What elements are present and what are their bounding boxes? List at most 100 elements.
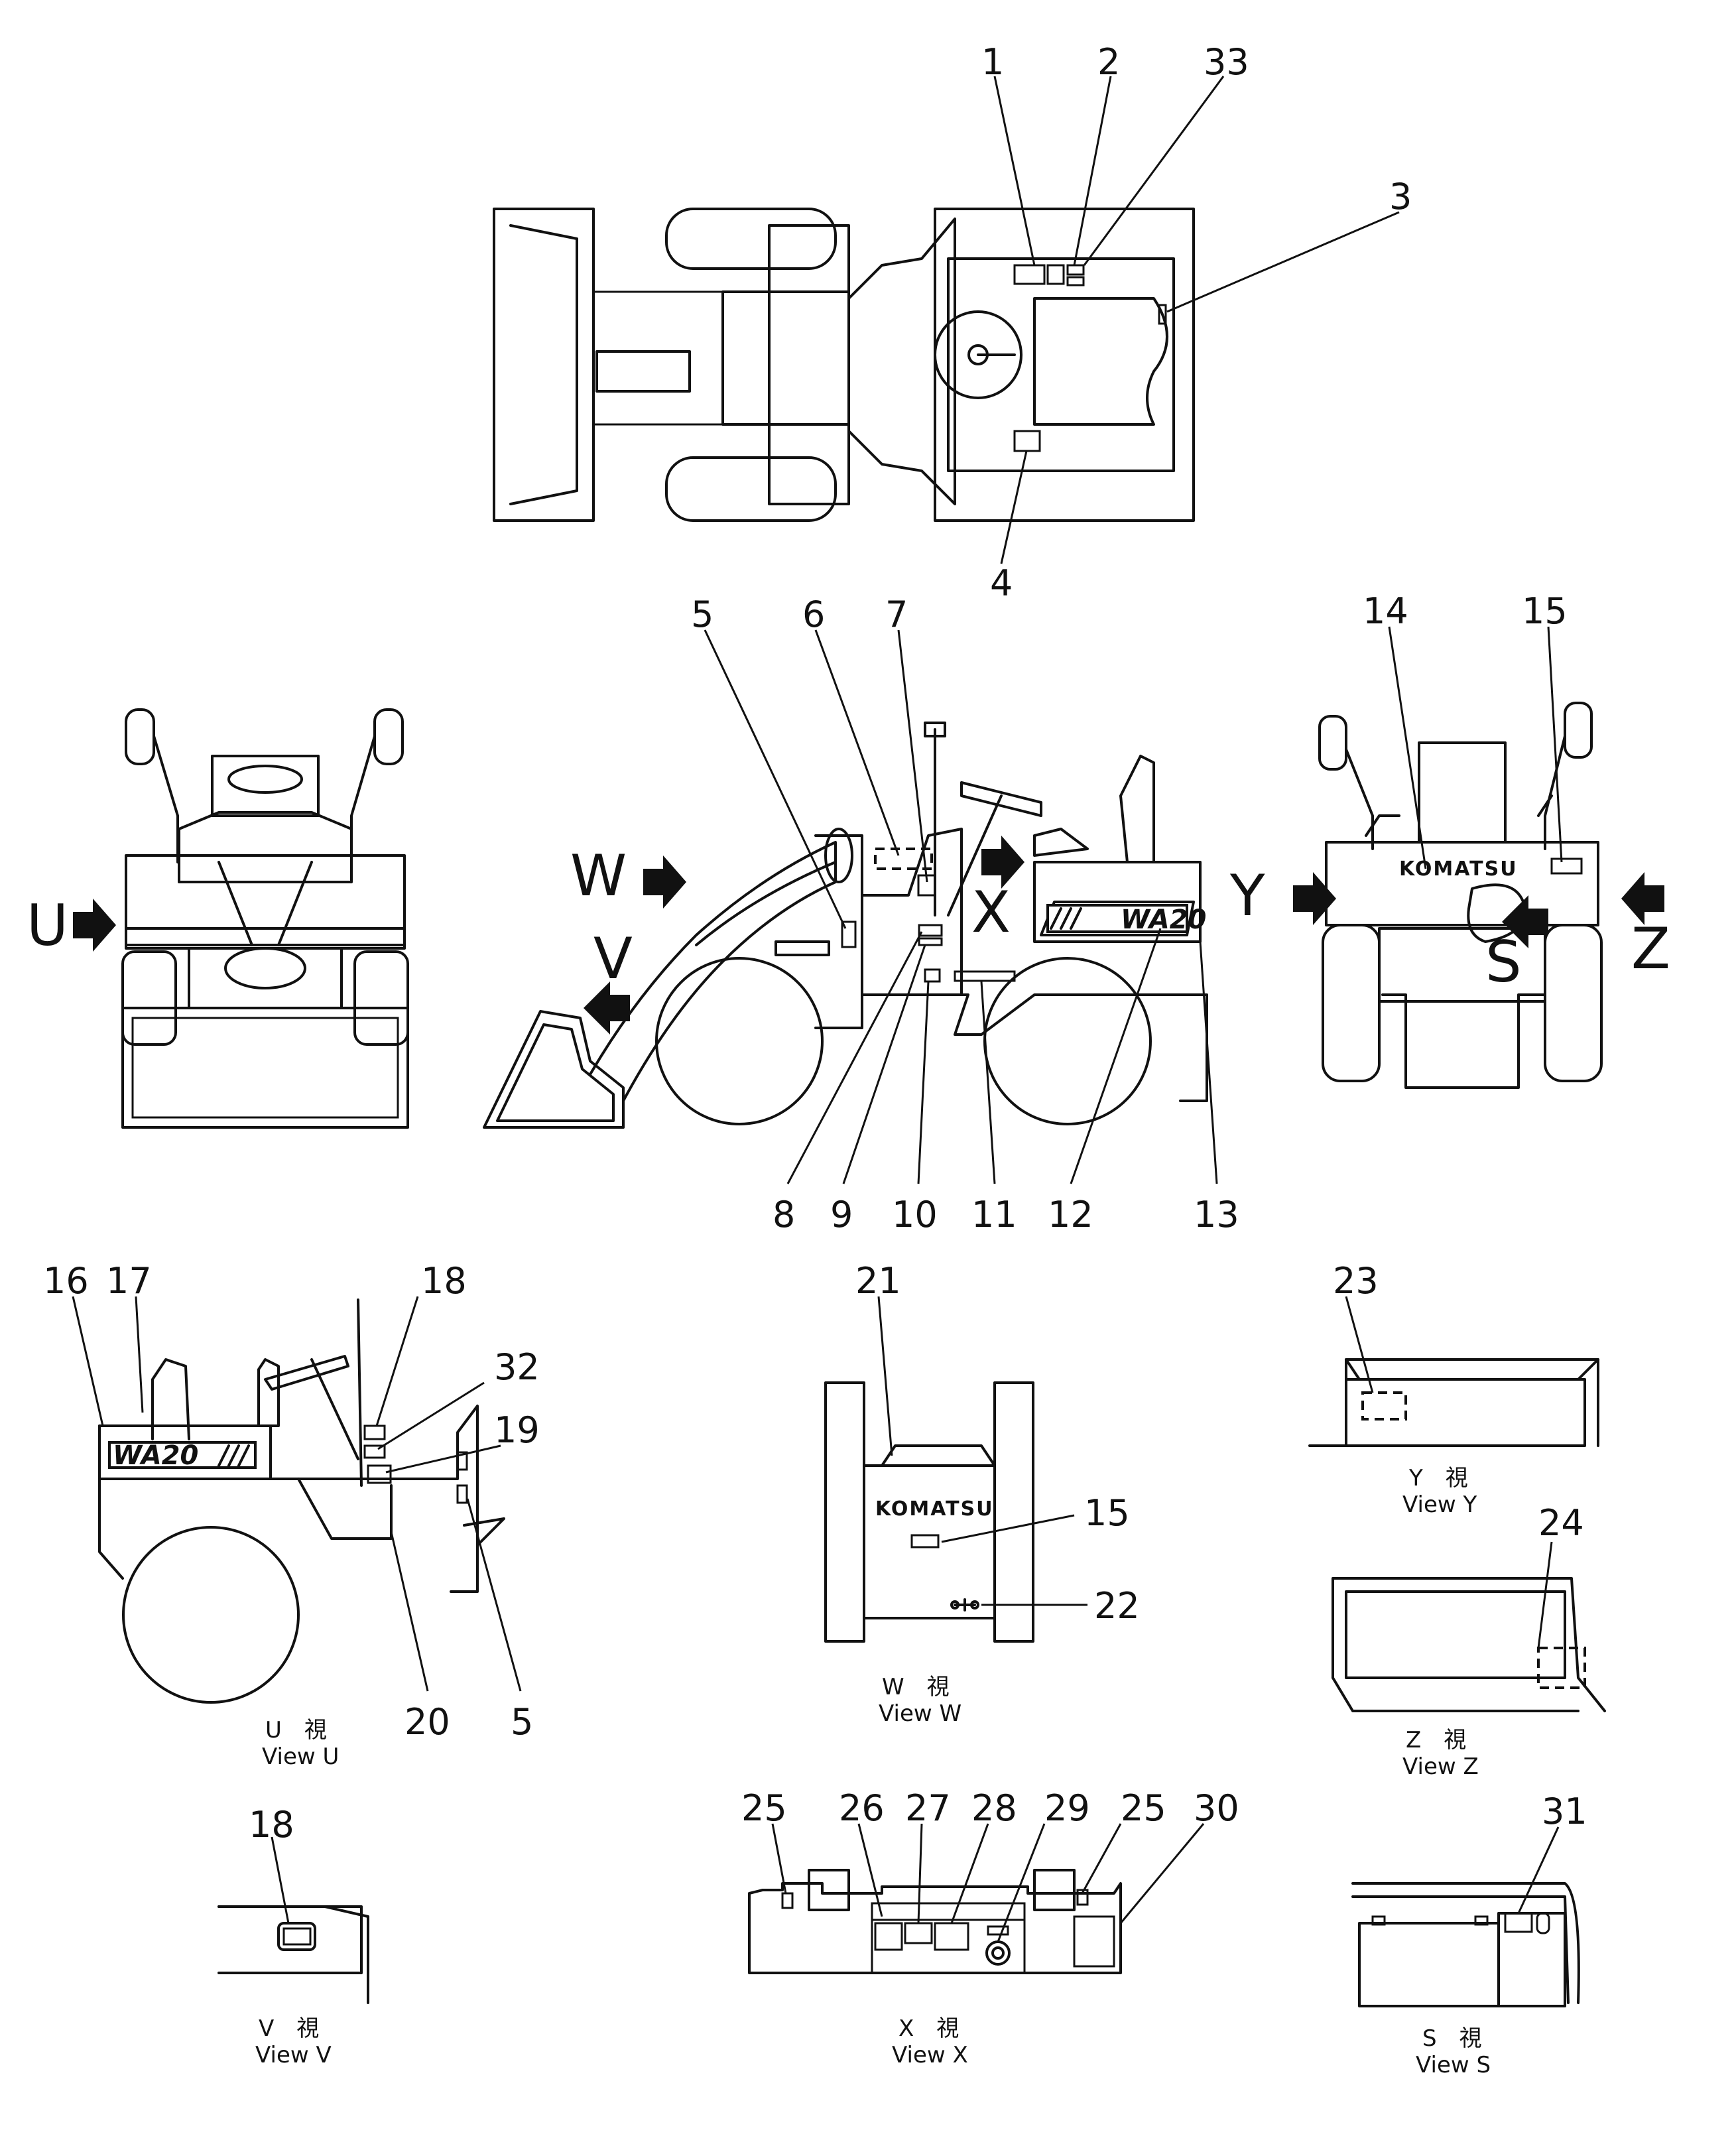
callout-24: 24 (1538, 1502, 1584, 1544)
view-w-brand-label: KOMATSU (875, 1497, 994, 1521)
callout-8: 8 (773, 1194, 795, 1235)
steering-wheel (934, 310, 1023, 399)
rear-brand-label: KOMATSU (1399, 857, 1518, 881)
caption-w-en: View W (879, 1700, 961, 1727)
callout-27: 27 (905, 1787, 951, 1829)
top-view (493, 208, 1195, 522)
callout-13: 13 (1194, 1194, 1239, 1235)
front-tire-top (665, 208, 837, 270)
front-wheel (655, 957, 824, 1125)
view-letter-z: Z (1631, 916, 1670, 982)
view-w: KOMATSU (824, 1381, 1034, 1643)
callout-5b: 5 (511, 1701, 533, 1743)
callout-21: 21 (855, 1260, 901, 1302)
view-y (1308, 1358, 1599, 1447)
callout-18b: 18 (249, 1804, 294, 1846)
view-letter-y: Y (1229, 863, 1265, 929)
rear-wheel (983, 957, 1152, 1125)
counterweight (1325, 841, 1599, 926)
callout-25: 25 (741, 1787, 787, 1829)
callout-31: 31 (1542, 1791, 1587, 1832)
view-letter-w: W (570, 843, 627, 909)
callout-29: 29 (1044, 1787, 1090, 1829)
side-bucket (483, 1010, 625, 1129)
callout-25b: 25 (1121, 1787, 1166, 1829)
callout-7: 7 (885, 594, 908, 635)
callout-18: 18 (421, 1260, 467, 1302)
arrow-z-icon (1621, 872, 1664, 925)
callout-11: 11 (971, 1194, 1017, 1235)
arrow-s-icon (1502, 895, 1548, 948)
callout-2: 2 (1097, 41, 1120, 83)
view-arrows (73, 836, 1664, 1035)
bucket-front (121, 1007, 409, 1129)
callout-10: 10 (892, 1194, 938, 1235)
caption-s-en: View S (1416, 2052, 1491, 2078)
rear-frame (934, 208, 1195, 522)
front-tire-bottom (665, 456, 837, 522)
bucket (493, 208, 595, 522)
view-letter-u: U (27, 893, 68, 959)
callout-30: 30 (1194, 1787, 1239, 1829)
caption-w-jp: W 視 (882, 1674, 950, 1700)
callout-3: 3 (1389, 176, 1412, 218)
callout-14: 14 (1363, 590, 1408, 632)
view-captions: U 視 View U W 視 View W Y 視 View Y Z 視 Vie… (255, 1465, 1491, 2078)
callout-28: 28 (971, 1787, 1017, 1829)
arrow-y-icon (1293, 872, 1336, 925)
view-s (1351, 1882, 1580, 2007)
callout-15: 15 (1522, 590, 1568, 632)
caption-u-en: View U (262, 1743, 339, 1770)
callout-19: 19 (494, 1409, 540, 1451)
arrow-u-icon (73, 899, 116, 952)
side-model-label: WA20 (1121, 905, 1206, 935)
leader-lines (72, 76, 1563, 1942)
seat (1033, 297, 1168, 426)
view-v (217, 1905, 369, 2004)
view-letter-x: X (971, 879, 1011, 946)
callout-32: 32 (494, 1346, 540, 1388)
callout-22: 22 (1094, 1585, 1140, 1627)
caption-y-en: View Y (1402, 1491, 1477, 1518)
view-z (1332, 1577, 1606, 1712)
caption-z-en: View Z (1402, 1753, 1479, 1780)
callout-17: 17 (106, 1260, 152, 1302)
callout-26: 26 (839, 1787, 885, 1829)
view-x (748, 1869, 1122, 1974)
view-u-side: WA20 (98, 1298, 505, 1704)
caption-u-jp: U 視 (265, 1717, 327, 1743)
caption-v-jp: V 視 (259, 2015, 319, 2042)
callout-6: 6 (802, 594, 825, 635)
arrow-x-icon (981, 836, 1024, 889)
caption-x-en: View X (892, 2042, 968, 2068)
callout-23: 23 (1333, 1260, 1379, 1302)
front-view-left (121, 708, 409, 1129)
callout-12: 12 (1048, 1194, 1093, 1235)
callout-9: 9 (830, 1194, 853, 1235)
caption-v-en: View V (255, 2042, 332, 2068)
side-view: WA20 (483, 722, 1208, 1129)
callout-15b: 15 (1084, 1492, 1130, 1534)
caption-s-jp: S 視 (1422, 2025, 1482, 2052)
callout-1: 1 (981, 41, 1004, 83)
caption-x-jp: X 視 (899, 2015, 959, 2042)
caption-y-jp: Y 視 (1408, 1465, 1468, 1491)
rear-view-right: KOMATSU (1318, 702, 1603, 1089)
view-u-hood (98, 1424, 272, 1480)
callout-20: 20 (404, 1701, 450, 1743)
rear-body (125, 854, 406, 946)
view-u-model-label: WA20 (113, 1440, 198, 1471)
view-letter-v: V (593, 926, 633, 992)
arrow-w-icon (643, 855, 686, 909)
callout-5: 5 (691, 594, 713, 635)
caption-z-jp: Z 視 (1406, 1727, 1466, 1753)
arrow-v-icon (584, 981, 630, 1035)
view-letter-s: S (1485, 929, 1522, 995)
callout-33: 33 (1204, 41, 1249, 83)
callout-16: 16 (43, 1260, 89, 1302)
view-letters: U W V X Y Z S (27, 843, 1670, 995)
callout-numbers: 1 2 33 3 4 5 6 7 8 9 10 11 12 13 14 15 1… (43, 41, 1587, 1846)
callout-4: 4 (990, 562, 1013, 604)
